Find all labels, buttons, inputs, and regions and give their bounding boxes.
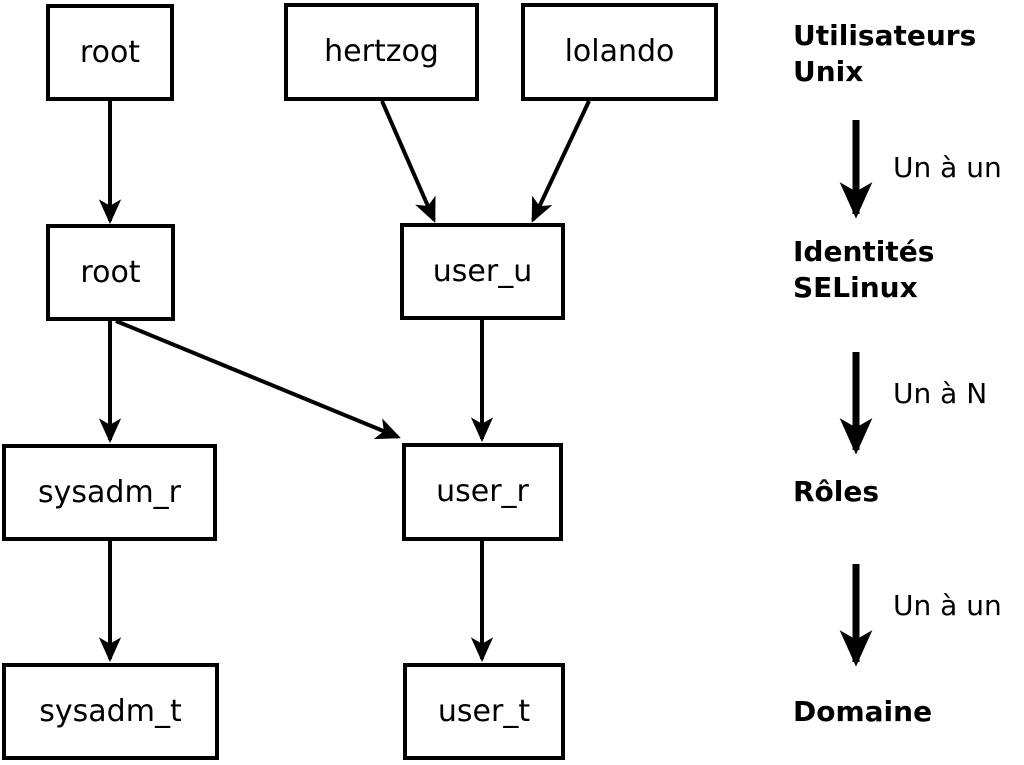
node-label: user_t <box>437 693 531 729</box>
node-ident_user_u[interactable]: user_u <box>400 223 565 320</box>
edge-unix_lolando-to-ident_user_u <box>531 100 591 223</box>
node-role_sysadm_r[interactable]: sysadm_r <box>2 444 217 541</box>
node-unix_hertzog[interactable]: hertzog <box>284 3 479 101</box>
node-label: root <box>79 34 141 70</box>
stage-roles: Rôles <box>793 475 880 508</box>
node-dom_user_t[interactable]: user_t <box>403 663 565 760</box>
node-dom_sysadm_t[interactable]: sysadm_t <box>2 663 219 760</box>
stage-domaine: Domaine <box>793 695 933 728</box>
node-ident_root[interactable]: root <box>46 224 175 321</box>
node-unix_root[interactable]: root <box>46 4 174 101</box>
node-unix_lolando[interactable]: lolando <box>521 3 718 101</box>
legend-arrow-2-label: Un à N <box>893 377 988 410</box>
node-label: sysadm_t <box>39 693 182 729</box>
stage-unix: Utilisateurs Unix <box>793 19 977 88</box>
stage-identites: Identités SELinux <box>793 235 935 304</box>
node-label: user_u <box>432 253 533 289</box>
edge-unix_hertzog-to-ident_user_u <box>380 100 436 223</box>
graph-edge-group <box>98 100 591 663</box>
node-role_user_r[interactable]: user_r <box>402 443 563 541</box>
edge-ident_root-to-role_user_r <box>115 319 401 440</box>
node-label: user_r <box>436 474 529 509</box>
node-label: root <box>80 254 141 290</box>
node-label: sysadm_r <box>38 474 181 510</box>
node-label: hertzog <box>324 34 439 69</box>
node-label: lolando <box>564 34 675 69</box>
legend-arrow-3-label: Un à un <box>893 589 1002 622</box>
legend-arrow-1-label: Un à un <box>893 151 1002 184</box>
